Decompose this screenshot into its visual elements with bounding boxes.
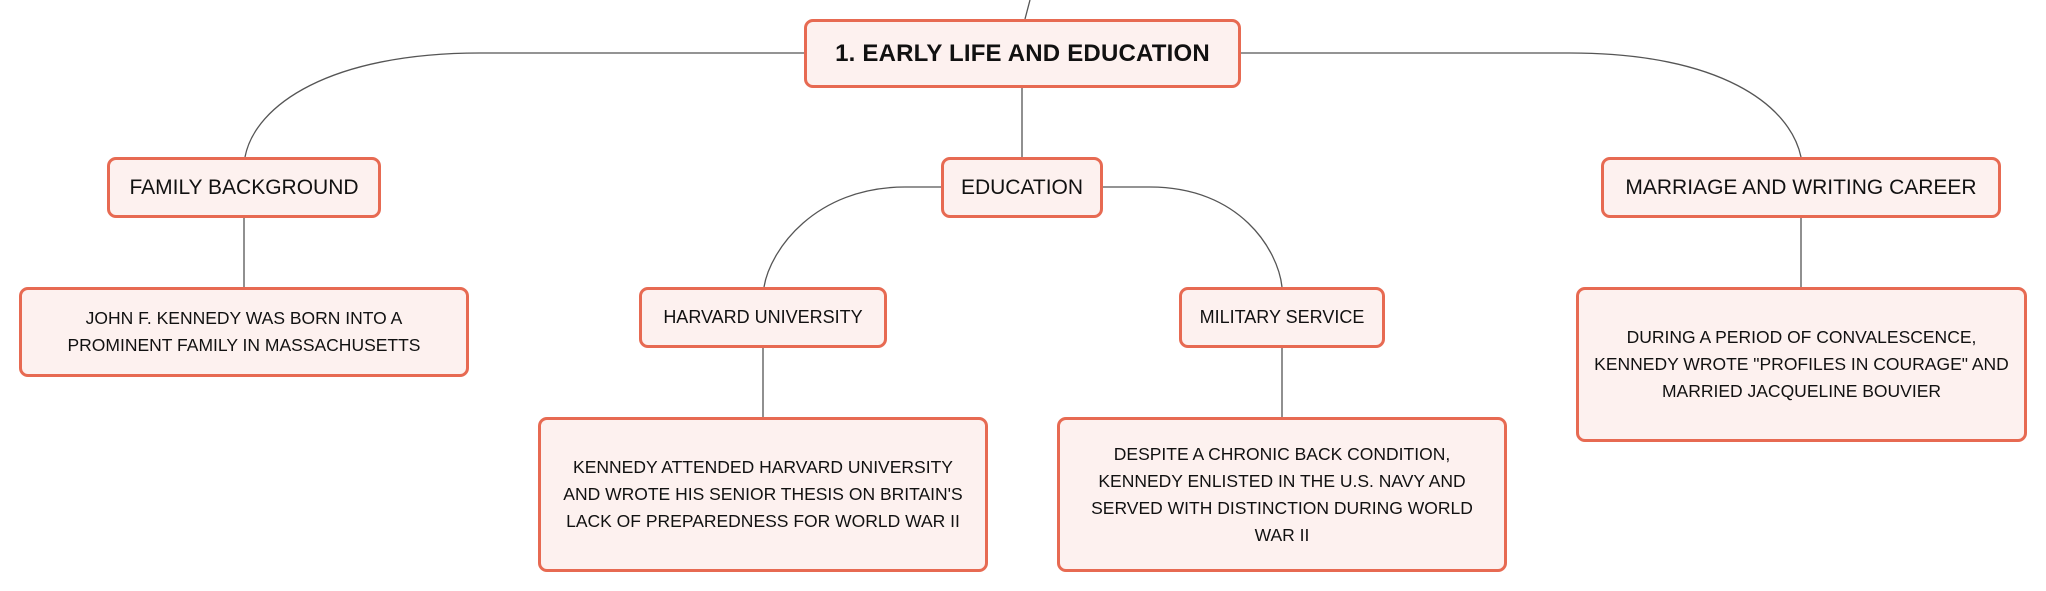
military-service-detail-text: DESPITE A CHRONIC BACK CONDITION, KENNED… bbox=[1091, 443, 1473, 545]
root-node[interactable]: 1. EARLY LIFE AND EDUCATION bbox=[804, 19, 1241, 88]
marriage-writing-career-label: MARRIAGE AND WRITING CAREER bbox=[1625, 175, 1977, 199]
family-background-detail-node[interactable]: JOHN F. KENNEDY WAS BORN INTO A PROMINEN… bbox=[19, 287, 469, 377]
connector-education-harvard bbox=[763, 186, 941, 288]
connector-education-military bbox=[1103, 186, 1283, 288]
harvard-university-detail-node[interactable]: KENNEDY ATTENDED HARVARD UNIVERSITY AND … bbox=[538, 417, 988, 572]
education-node[interactable]: EDUCATION bbox=[941, 157, 1103, 218]
family-background-label: FAMILY BACKGROUND bbox=[129, 175, 359, 199]
connector-from-parent bbox=[1024, 0, 1031, 20]
harvard-university-node[interactable]: HARVARD UNIVERSITY bbox=[639, 287, 887, 348]
military-service-node[interactable]: MILITARY SERVICE bbox=[1179, 287, 1385, 348]
military-service-detail-node[interactable]: DESPITE A CHRONIC BACK CONDITION, KENNED… bbox=[1057, 417, 1507, 572]
military-service-label: MILITARY SERVICE bbox=[1199, 307, 1365, 327]
harvard-university-label: HARVARD UNIVERSITY bbox=[663, 307, 863, 327]
marriage-writing-career-detail-text: DURING A PERIOD OF CONVALESCENCE, KENNED… bbox=[1594, 327, 2009, 401]
family-background-node[interactable]: FAMILY BACKGROUND bbox=[107, 157, 381, 218]
root-node-label: 1. EARLY LIFE AND EDUCATION bbox=[835, 39, 1210, 67]
family-background-detail-text: JOHN F. KENNEDY WAS BORN INTO A PROMINEN… bbox=[67, 308, 421, 355]
education-label: EDUCATION bbox=[960, 175, 1084, 199]
connector-root-marriage bbox=[1241, 52, 1802, 158]
marriage-writing-career-detail-node[interactable]: DURING A PERIOD OF CONVALESCENCE, KENNED… bbox=[1576, 287, 2027, 442]
connector-root-family bbox=[244, 52, 804, 158]
marriage-writing-career-node[interactable]: MARRIAGE AND WRITING CAREER bbox=[1601, 157, 2001, 218]
harvard-university-detail-text: KENNEDY ATTENDED HARVARD UNIVERSITY AND … bbox=[563, 457, 963, 531]
